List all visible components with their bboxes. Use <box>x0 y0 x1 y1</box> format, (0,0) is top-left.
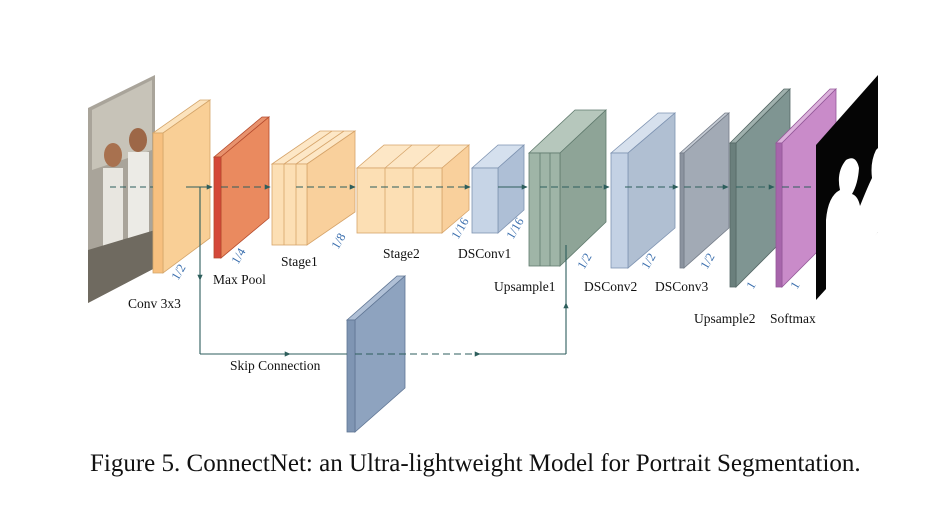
label-stage1: Stage1 <box>281 254 318 269</box>
figure-caption: Figure 5. ConnectNet: an Ultra-lightweig… <box>90 450 861 477</box>
scale-softmax: 1 <box>787 279 802 291</box>
dsconv3-block <box>678 112 731 269</box>
skip-connection-path <box>197 187 569 357</box>
label-upsample2: Upsample2 <box>694 311 756 326</box>
dsconv2-block <box>609 112 677 269</box>
label-upsample1: Upsample1 <box>494 279 556 294</box>
upsample1-block <box>527 109 608 267</box>
label-softmax: Softmax <box>770 311 816 326</box>
scale-stage1: 1/8 <box>328 231 348 252</box>
scale-dsconv2: 1/2 <box>638 251 658 272</box>
dsconv1-block <box>470 144 526 234</box>
label-conv3x3: Conv 3x3 <box>128 296 181 311</box>
scale-dsconv3: 1/2 <box>697 251 717 272</box>
label-dsconv2: DSConv2 <box>584 279 637 294</box>
label-dsconv1: DSConv1 <box>458 246 511 261</box>
scale-upsample2: 1 <box>743 279 758 291</box>
label-dsconv3: DSConv3 <box>655 279 709 294</box>
stage2-block <box>355 144 471 234</box>
label-maxpool: Max Pool <box>213 272 266 287</box>
scale-upsample1: 1/2 <box>574 251 594 272</box>
maxpool-block <box>212 116 271 259</box>
stage1-block <box>270 130 357 246</box>
output-mask-image <box>816 75 878 300</box>
input-portrait-image <box>88 75 155 303</box>
scale-conv3x3: 1/2 <box>168 262 188 283</box>
label-skip-connection: Skip Connection <box>230 358 321 373</box>
label-stage2: Stage2 <box>383 246 420 261</box>
